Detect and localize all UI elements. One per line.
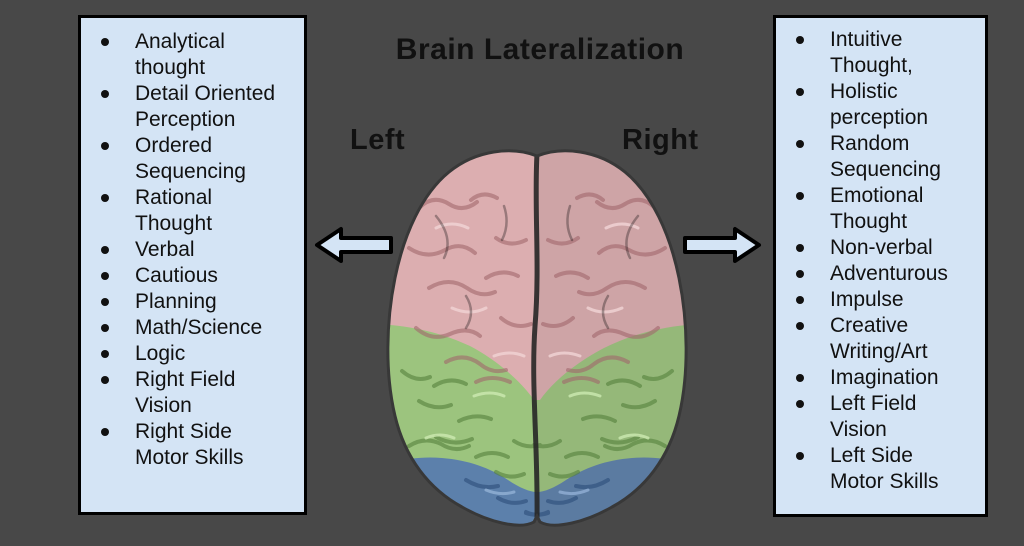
list-item: Planning	[81, 289, 300, 315]
list-item-label: Analytical thought	[135, 30, 225, 79]
list-item-label: Left Field Vision	[830, 392, 917, 441]
list-item: Right Side Motor Skills	[81, 419, 300, 471]
list-item: Ordered Sequencing	[81, 133, 300, 185]
list-item: Left Field Vision	[776, 391, 981, 443]
brain-gyri-blue-highlight	[484, 488, 590, 496]
list-item-label: Imagination	[830, 366, 939, 389]
list-item-label: Right Field Vision	[135, 368, 236, 417]
left-arrow-icon	[315, 227, 393, 263]
bullet-icon	[101, 428, 109, 436]
right-brain-traits-box: Intuitive Thought, Holistic perception R…	[773, 15, 988, 517]
brain-top-view-illustration	[386, 149, 688, 527]
bullet-icon	[101, 142, 109, 150]
list-item: Non-verbal	[776, 235, 981, 261]
bullet-icon	[101, 350, 109, 358]
bullet-icon	[101, 90, 109, 98]
list-item-label: Rational Thought	[135, 186, 213, 235]
bullet-icon	[101, 376, 109, 384]
list-item-label: Verbal	[135, 238, 195, 261]
bullet-icon	[796, 322, 804, 330]
list-item: Adventurous	[776, 261, 981, 287]
bullet-icon	[796, 374, 804, 382]
brain-gyri-pink	[407, 192, 667, 384]
list-item: Verbal	[81, 237, 300, 263]
list-item-label: Left Side Motor Skills	[830, 444, 939, 493]
bullet-icon	[796, 244, 804, 252]
list-item-label: Right Side Motor Skills	[135, 420, 244, 469]
bullet-icon	[796, 296, 804, 304]
list-item-label: Emotional Thought	[830, 184, 924, 233]
list-item: Logic	[81, 341, 300, 367]
list-item: Creative Writing/Art	[776, 313, 981, 365]
list-item-label: Holistic perception	[830, 80, 929, 129]
bullet-icon	[101, 38, 109, 46]
brain-gyri-green-highlight	[424, 391, 650, 440]
bullet-icon	[796, 192, 804, 200]
list-item: Intuitive Thought,	[776, 27, 981, 79]
list-item: Holistic perception	[776, 79, 981, 131]
list-item-label: Creative Writing/Art	[830, 314, 928, 363]
list-item-label: Random Sequencing	[830, 132, 941, 181]
list-item: Imagination	[776, 365, 981, 391]
list-item-label: Planning	[135, 290, 217, 313]
list-item: Random Sequencing	[776, 131, 981, 183]
list-item: Detail Oriented Perception	[81, 81, 300, 133]
list-item: Rational Thought	[81, 185, 300, 237]
bullet-icon	[101, 324, 109, 332]
bullet-icon	[796, 400, 804, 408]
brain-gyri-blue	[464, 478, 610, 517]
list-item: Cautious	[81, 263, 300, 289]
list-item: Analytical thought	[81, 29, 300, 81]
list-item: Math/Science	[81, 315, 300, 341]
bullet-icon	[101, 246, 109, 254]
bullet-icon	[101, 298, 109, 306]
list-item-label: Math/Science	[135, 316, 263, 339]
list-item: Right Field Vision	[81, 367, 300, 419]
bullet-icon	[796, 270, 804, 278]
left-hemisphere-label: Left	[350, 124, 406, 156]
right-arrow-icon	[683, 227, 761, 263]
brain-midline-fissure	[531, 151, 540, 521]
left-brain-list: Analytical thought Detail Oriented Perce…	[81, 18, 304, 471]
brain-sulci-accents	[434, 204, 640, 330]
page-title: Brain Lateralization	[395, 33, 685, 66]
list-item: Emotional Thought	[776, 183, 981, 235]
list-item-label: Adventurous	[830, 262, 948, 285]
bullet-icon	[101, 272, 109, 280]
right-brain-list: Intuitive Thought, Holistic perception R…	[776, 18, 985, 495]
list-item: Left Side Motor Skills	[776, 443, 981, 495]
list-item-label: Impulse	[830, 288, 904, 311]
left-brain-traits-box: Analytical thought Detail Oriented Perce…	[78, 15, 307, 515]
brain-gyri-pink-highlight	[434, 222, 640, 358]
right-hemisphere-label: Right	[622, 124, 699, 156]
list-item-label: Ordered Sequencing	[135, 134, 246, 183]
bullet-icon	[796, 452, 804, 460]
list-item-label: Logic	[135, 342, 186, 365]
bullet-icon	[796, 88, 804, 96]
list-item-label: Intuitive Thought,	[830, 28, 913, 77]
list-item-label: Detail Oriented Perception	[135, 82, 276, 131]
list-item: Impulse	[776, 287, 981, 313]
brain-outline	[386, 149, 688, 527]
list-item-label: Cautious	[135, 264, 218, 287]
bullet-icon	[796, 36, 804, 44]
bullet-icon	[101, 194, 109, 202]
list-item-label: Non-verbal	[830, 236, 933, 259]
bullet-icon	[796, 140, 804, 148]
